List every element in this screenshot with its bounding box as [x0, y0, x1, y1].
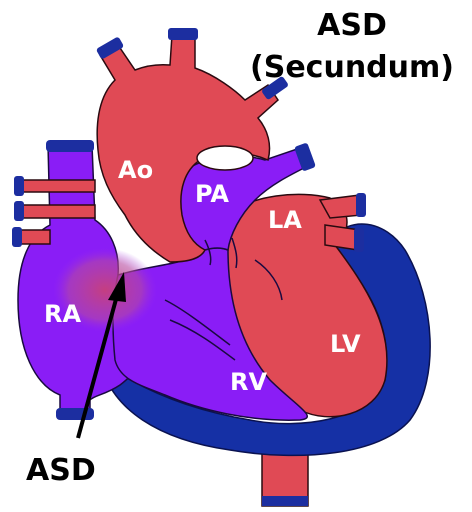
label-pa: PA [195, 180, 229, 208]
label-ra: RA [44, 300, 81, 328]
title-line-1: ASD [232, 8, 472, 44]
label-ao: Ao [118, 156, 153, 184]
label-lv: LV [330, 330, 361, 358]
arch-gap [197, 146, 253, 170]
label-la: LA [268, 206, 302, 234]
title-line-2: (Secundum) [232, 50, 472, 86]
label-rv: RV [230, 368, 267, 396]
label-asd: ASD [26, 453, 96, 488]
